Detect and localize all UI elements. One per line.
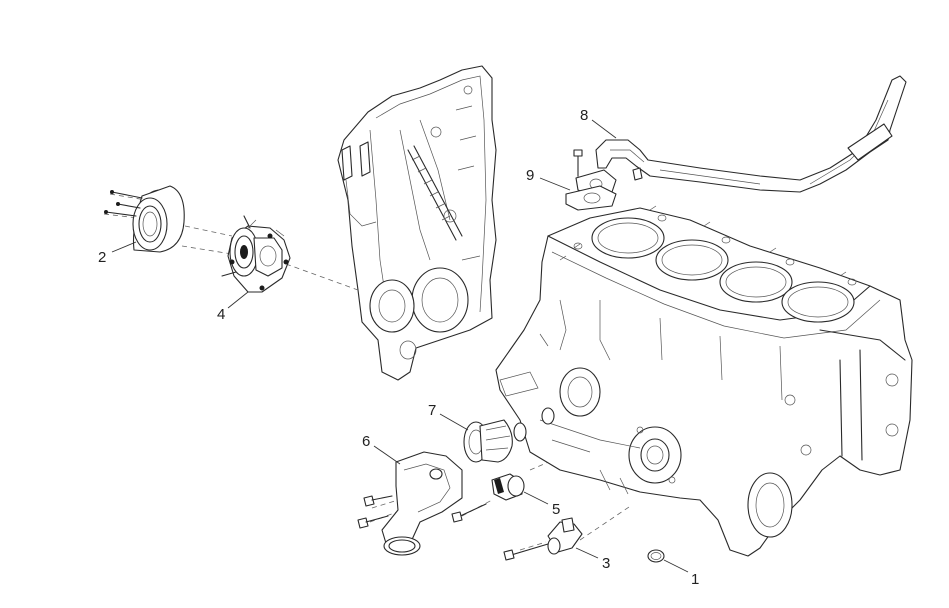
water-pump <box>221 215 291 293</box>
timing-cover <box>337 65 497 381</box>
callout-8: 8 <box>580 107 588 124</box>
callout-6: 6 <box>362 433 370 450</box>
leader-3 <box>575 547 599 559</box>
leader-4 <box>227 291 249 309</box>
leader-9 <box>539 177 571 191</box>
front-seal-ring <box>104 185 185 253</box>
leader-lines <box>111 119 689 573</box>
callout-1: 1 <box>691 571 699 588</box>
leader-1 <box>663 559 689 573</box>
callout-7: 7 <box>428 402 436 419</box>
callout-9: 9 <box>526 167 534 184</box>
callout-4: 4 <box>217 306 225 323</box>
leader-6 <box>373 445 401 465</box>
callout-3: 3 <box>602 555 610 572</box>
thermostat <box>463 407 555 463</box>
coolant-sensor <box>451 473 525 523</box>
leader-5 <box>523 491 549 505</box>
sender-unit <box>503 517 583 561</box>
pipe-gasket <box>565 185 617 211</box>
callouts: 1 2 3 4 5 6 7 8 9 <box>98 107 699 588</box>
plug <box>647 549 665 563</box>
coolant-pipe <box>573 75 907 197</box>
thermostat-housing <box>357 451 463 556</box>
callout-2: 2 <box>98 249 106 266</box>
callout-5: 5 <box>552 501 560 518</box>
leader-7 <box>439 413 469 431</box>
leader-8 <box>591 119 617 139</box>
cylinder-block <box>495 205 913 557</box>
leader-2 <box>111 241 137 253</box>
